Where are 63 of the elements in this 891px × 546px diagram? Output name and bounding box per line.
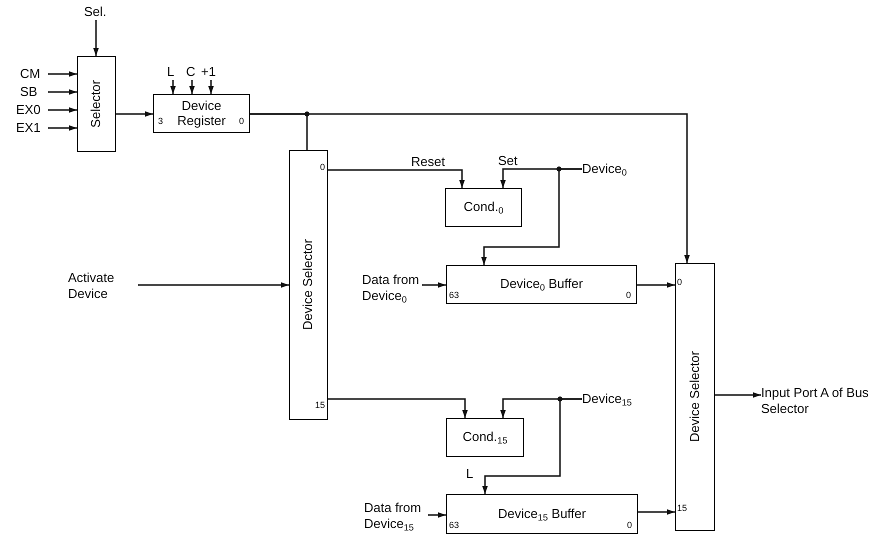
pin-number: 15 — [677, 504, 688, 513]
connector-arrow — [93, 20, 99, 56]
connector-arrow — [189, 80, 195, 94]
signal-label: C — [186, 64, 196, 80]
connector-arrow — [715, 392, 761, 398]
connector-arrow — [637, 282, 675, 288]
block-label: Selector — [89, 80, 104, 128]
signal-label: Device$_{15}$ — [582, 391, 633, 407]
signal-label: Data from Device$_{0}$ — [362, 272, 420, 304]
connector-arrow — [422, 282, 446, 288]
signal-label: EX1 — [16, 120, 42, 136]
signal-label: Input Port A of Bus Selector — [761, 385, 870, 416]
signal-label: L — [466, 467, 474, 482]
block-label: Device$_{15}$ Buffer — [498, 506, 586, 522]
pin-number: 15 — [314, 401, 325, 410]
logic-block — [445, 188, 522, 227]
pin-number: 0 — [626, 291, 631, 300]
connector-arrow — [328, 398, 468, 418]
block-label: Device Selector — [301, 239, 316, 331]
signal-label: Activate Device — [68, 270, 116, 302]
signal-label: CM — [20, 66, 42, 82]
selector-block — [77, 56, 116, 152]
pin-number: 3 — [158, 117, 164, 126]
connector-arrow — [250, 113, 690, 263]
signal-label: L — [167, 64, 176, 80]
pin-number: 63 — [449, 521, 460, 530]
connector-arrow — [328, 169, 465, 188]
logic-block — [446, 418, 524, 457]
connector-arrow — [138, 282, 289, 288]
buffer-block — [446, 265, 637, 304]
signal-label: Device$_{0}$ — [582, 161, 628, 177]
block-label: Cond.$_{0}$ — [464, 200, 504, 215]
connector-arrow — [48, 71, 77, 77]
connector-arrow — [208, 80, 214, 94]
connector-arrow — [170, 80, 176, 94]
block-label: Cond.$_{15}$ — [462, 430, 508, 445]
connector-arrow — [116, 111, 153, 117]
signal-label: EX0 — [16, 102, 42, 118]
pin-number: 0 — [626, 521, 632, 530]
connector-arrow — [428, 512, 446, 518]
pin-number: 63 — [449, 291, 460, 300]
connector-arrow — [638, 509, 675, 515]
signal-label: SB — [20, 84, 38, 100]
pin-number: 0 — [677, 278, 682, 287]
edge-label: Set — [497, 154, 519, 168]
block-label: Device Register — [176, 98, 227, 128]
signal-label: Sel. — [84, 4, 108, 20]
block-label: Device$_{0}$ Buffer — [500, 277, 583, 292]
connector-arrow — [48, 125, 77, 131]
connector-arrow — [48, 107, 77, 113]
selector-block — [675, 263, 715, 531]
register-block — [153, 94, 250, 133]
selector-block — [289, 150, 328, 420]
block-label: Device Selector — [688, 351, 702, 443]
edge-label: Reset — [410, 155, 446, 170]
pin-number: 0 — [320, 163, 325, 172]
connector-arrow — [481, 168, 582, 265]
pin-number: 0 — [238, 117, 244, 126]
buffer-block — [446, 494, 638, 534]
connector-arrow — [48, 89, 77, 95]
connector-arrow — [482, 398, 582, 494]
signal-label: Data from Device$_{15}$ — [364, 500, 422, 532]
signal-label: +1 — [201, 64, 217, 80]
